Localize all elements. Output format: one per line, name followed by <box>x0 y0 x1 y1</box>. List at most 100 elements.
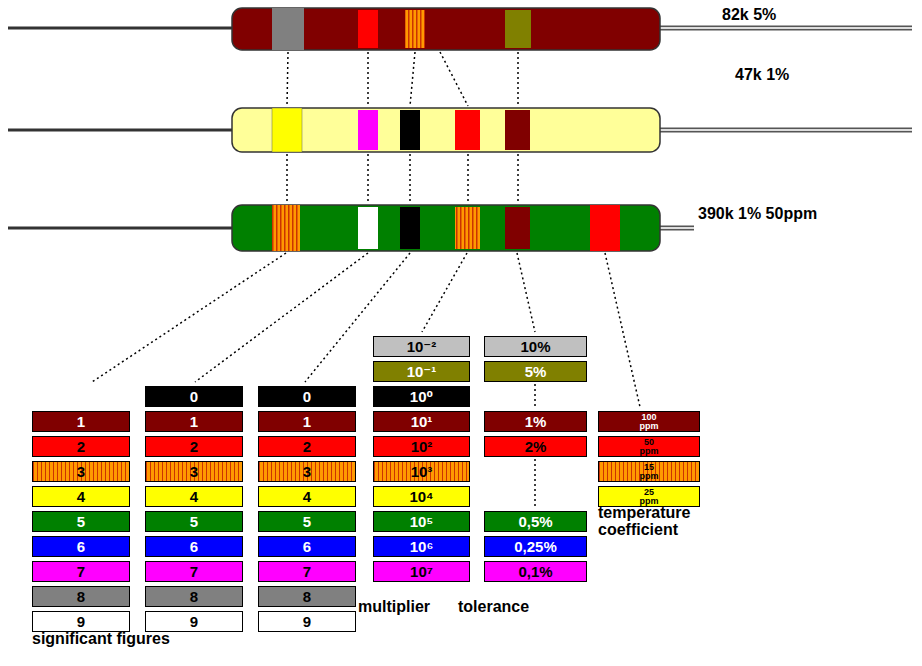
cell-text: 2% <box>525 438 547 455</box>
color-code-cell: 4 <box>145 486 243 507</box>
color-code-cell: 0 <box>145 386 243 407</box>
color-code-cell: 10¹ <box>373 411 470 432</box>
cell-text: 0 <box>303 388 311 405</box>
cell-text: 3 <box>303 463 311 480</box>
cell-text: 10² <box>411 438 433 455</box>
column-caption: multiplier <box>358 598 430 616</box>
resistor-symbol <box>8 108 912 152</box>
cell-text: 8 <box>190 588 198 605</box>
cell-text: 5 <box>190 513 198 530</box>
color-code-cell: 10⁵ <box>373 511 470 532</box>
cell-text: 7 <box>77 563 85 580</box>
cell-text: 10⁶ <box>410 538 434 555</box>
color-code-cell: 4 <box>32 486 130 507</box>
color-code-cell: 7 <box>145 561 243 582</box>
color-code-cell: 10² <box>373 436 470 457</box>
cell-text: 15 ppm <box>636 463 662 481</box>
color-code-cell: 0,5% <box>484 511 587 532</box>
cell-text: 0,1% <box>518 563 552 580</box>
color-code-cell: 9 <box>145 611 243 632</box>
color-code-cell: 2 <box>145 436 243 457</box>
cell-text: 9 <box>303 613 311 630</box>
color-code-cell: 9 <box>258 611 356 632</box>
cell-text: 7 <box>190 563 198 580</box>
color-code-cell: 10⁰ <box>373 386 470 407</box>
color-code-cell: 0 <box>258 386 356 407</box>
color-code-cell: 0,1% <box>484 561 587 582</box>
cell-text: 4 <box>77 488 85 505</box>
color-code-cell: 8 <box>32 586 130 607</box>
cell-text: 0 <box>190 388 198 405</box>
cell-text: 9 <box>190 613 198 630</box>
color-code-cell: 3 <box>32 461 130 482</box>
cell-text: 8 <box>77 588 85 605</box>
color-code-cell: 0,25% <box>484 536 587 557</box>
color-code-cell: 5 <box>145 511 243 532</box>
cell-text: 2 <box>190 438 198 455</box>
cell-text: 6 <box>77 538 85 555</box>
color-code-cell: 5% <box>484 361 587 382</box>
leader-line <box>92 52 640 508</box>
cell-text: 3 <box>77 463 85 480</box>
cell-text: 6 <box>303 538 311 555</box>
color-code-cell: 8 <box>258 586 356 607</box>
color-code-cell: 10⁶ <box>373 536 470 557</box>
cell-text: 50 ppm <box>636 438 662 456</box>
cell-text: 7 <box>303 563 311 580</box>
cell-text: 10⁷ <box>410 563 433 580</box>
cell-text: 9 <box>77 613 85 630</box>
cell-text: 5 <box>303 513 311 530</box>
cell-text: 2 <box>303 438 311 455</box>
color-code-cell: 10⁷ <box>373 561 470 582</box>
color-code-cell: 3 <box>258 461 356 482</box>
cell-text: 10⁻² <box>407 338 437 355</box>
cell-text: 10% <box>520 338 550 355</box>
resistor-value: 390k 1% 50ppm <box>698 205 817 223</box>
cell-text: 10⁰ <box>410 388 433 405</box>
cell-text: 0,25% <box>514 538 557 555</box>
resistor-value: 82k 5% <box>722 6 776 24</box>
color-code-cell: 9 <box>32 611 130 632</box>
cell-text: 4 <box>190 488 198 505</box>
color-code-cell: 7 <box>258 561 356 582</box>
color-code-cell: 2 <box>258 436 356 457</box>
column-caption: temperature coefficient <box>598 504 718 538</box>
cell-text: 5 <box>77 513 85 530</box>
color-code-cell: 10% <box>484 336 587 357</box>
color-code-cell: 2 <box>32 436 130 457</box>
color-code-cell: 1 <box>258 411 356 432</box>
color-code-cell: 3 <box>145 461 243 482</box>
color-code-cell: 8 <box>145 586 243 607</box>
color-code-cell: 1 <box>145 411 243 432</box>
cell-text: 10⁻¹ <box>407 363 437 380</box>
resistor-symbol <box>8 205 694 251</box>
color-code-cell: 10⁻¹ <box>373 361 470 382</box>
cell-text: 100 ppm <box>636 413 662 431</box>
cell-text: 10³ <box>411 463 433 480</box>
color-code-cell: 2% <box>484 436 587 457</box>
color-code-cell: 1 <box>32 411 130 432</box>
color-code-cell: 25 ppm <box>598 486 700 507</box>
resistor-symbol <box>8 8 912 50</box>
column-caption: tolerance <box>458 598 529 616</box>
color-code-cell: 6 <box>145 536 243 557</box>
cell-text: 5% <box>525 363 547 380</box>
cell-text: 1 <box>190 413 198 430</box>
color-code-cell: 6 <box>258 536 356 557</box>
cell-text: 10¹ <box>411 413 433 430</box>
cell-text: 0,5% <box>518 513 552 530</box>
column-caption: significant figures <box>32 630 170 648</box>
color-code-cell: 100 ppm <box>598 411 700 432</box>
cell-text: 25 ppm <box>636 488 662 506</box>
cell-text: 1 <box>303 413 311 430</box>
cell-text: 1% <box>525 413 547 430</box>
cell-text: 8 <box>303 588 311 605</box>
cell-text: 2 <box>77 438 85 455</box>
cell-text: 10⁵ <box>410 513 434 530</box>
color-code-cell: 1% <box>484 411 587 432</box>
color-code-cell: 5 <box>258 511 356 532</box>
color-code-cell: 10⁴ <box>373 486 470 507</box>
color-code-cell: 5 <box>32 511 130 532</box>
cell-text: 10⁴ <box>409 488 433 505</box>
color-code-cell: 10⁻² <box>373 336 470 357</box>
